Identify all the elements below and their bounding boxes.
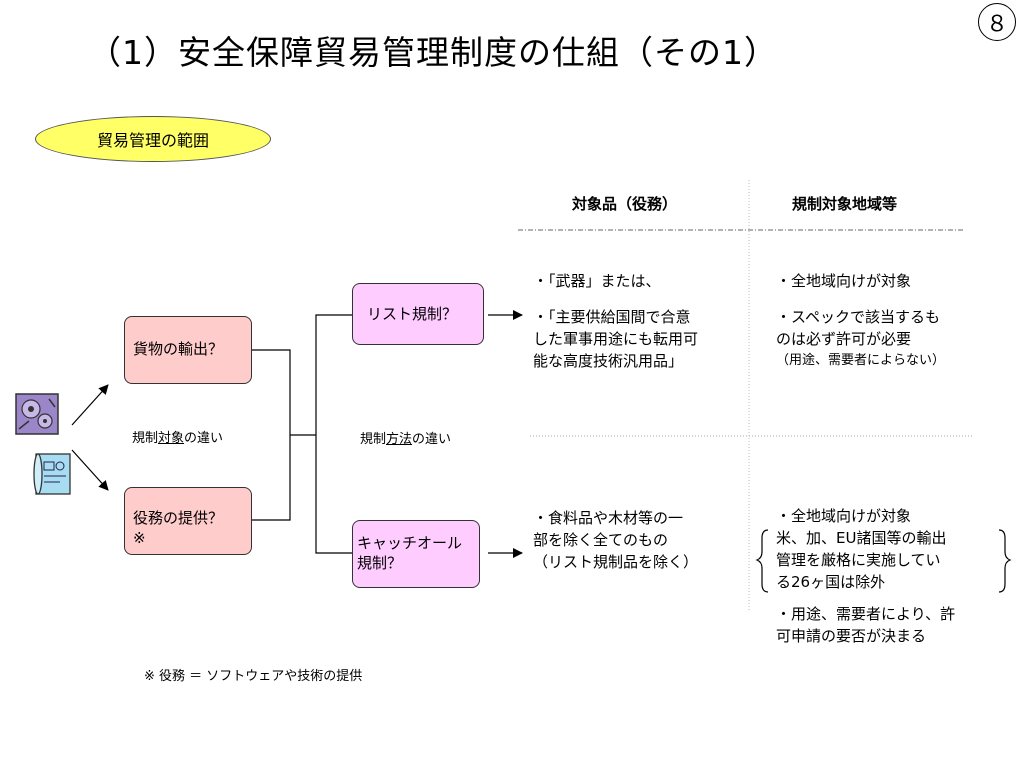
blueprint-icon bbox=[33, 453, 71, 495]
category-bracket bbox=[252, 349, 291, 521]
list-regulation-label: リスト規制？ bbox=[367, 305, 458, 323]
catch-region-line-2: 米、加、EU諸国等の輸出 bbox=[776, 529, 947, 547]
machinery-icon bbox=[15, 393, 59, 435]
list-region-line-1: ・全地域向けが対象 bbox=[776, 272, 912, 290]
catch-all-label-2: 規制？ bbox=[357, 554, 403, 572]
list-region-line-4: （用途、需要者によらない） bbox=[776, 353, 946, 368]
list-targets: ・「武器」または、 ・「主要供給国間で合意 した軍事用途にも転用可 能な高度技術… bbox=[533, 270, 698, 372]
catch-target-line-1: ・食料品や木材等の一 bbox=[533, 509, 684, 527]
header-target: 対象品（役務） bbox=[572, 195, 678, 213]
services-box: 役務の提供？ ※ bbox=[124, 487, 252, 555]
list-target-line-2: ・「主要供給国間で合意 bbox=[533, 308, 691, 326]
catch-region-line-3: 管理を厳格に実施してい bbox=[776, 551, 941, 569]
method-difference-label: 規制方法の違い bbox=[360, 432, 452, 447]
list-target-line-3: した軍事用途にも転用可 bbox=[533, 330, 699, 348]
catch-region-line-4: る26ヶ国は除外 bbox=[776, 573, 886, 591]
header-region: 規制対象地域等 bbox=[792, 195, 898, 213]
list-target-weapons: ・「武器」または、 bbox=[533, 272, 661, 290]
catch-target-line-2: 部を除く全てのもの bbox=[533, 531, 669, 549]
regulation-bracket bbox=[315, 314, 352, 554]
catch-regions: ・全地域向けが対象 米、加、EU諸国等の輸出 管理を厳格に実施してい る26ヶ国… bbox=[776, 505, 955, 647]
catch-all-label-1: キャッチオール bbox=[357, 534, 463, 552]
list-regulation-box: リスト規制？ bbox=[352, 283, 484, 345]
list-region-line-2: ・スペックで該当するも bbox=[776, 308, 940, 326]
catch-targets: ・食料品や木材等の一 部を除く全てのもの （リスト規制品を除く） bbox=[533, 507, 698, 573]
services-label: 役務の提供？ bbox=[133, 509, 224, 527]
footnote: ※ 役務 ＝ ソフトウェアや技術の提供 bbox=[144, 669, 363, 684]
left-brace bbox=[755, 529, 769, 593]
method-emphasis: 方法 bbox=[386, 432, 413, 447]
services-mark: ※ bbox=[133, 529, 146, 547]
list-region-line-3: のは必ず許可が必要 bbox=[776, 330, 912, 348]
goods-export-box: 貨物の輸出？ bbox=[124, 316, 252, 384]
catch-target-line-3: （リスト規制品を除く） bbox=[533, 553, 699, 571]
target-difference-label: 規制対象の違い bbox=[132, 431, 224, 446]
list-regions: ・全地域向けが対象 ・スペックで該当するも のは必ず許可が必要 （用途、需要者に… bbox=[776, 270, 945, 372]
scope-label: 貿易管理の範囲 bbox=[35, 116, 271, 162]
catch-all-regulation-box: キャッチオール 規制？ bbox=[352, 520, 480, 588]
page-title: （1）安全保障貿易管理制度の仕組（その1） bbox=[88, 33, 778, 72]
page-number: ８ bbox=[978, 3, 1016, 41]
right-brace bbox=[998, 529, 1012, 593]
arrow-to-services bbox=[71, 449, 109, 491]
catch-region-line-6: 可申請の要否が決まる bbox=[776, 627, 927, 645]
catch-region-line-1: ・全地域向けが対象 bbox=[776, 507, 912, 525]
catch-region-line-5: ・用途、需要者により、許 bbox=[776, 605, 956, 623]
goods-export-label: 貨物の輸出？ bbox=[133, 340, 224, 358]
list-target-line-4: 能な高度技術汎用品」 bbox=[533, 352, 684, 370]
arrow-to-goods bbox=[71, 384, 109, 426]
target-emphasis: 対象 bbox=[158, 431, 185, 446]
